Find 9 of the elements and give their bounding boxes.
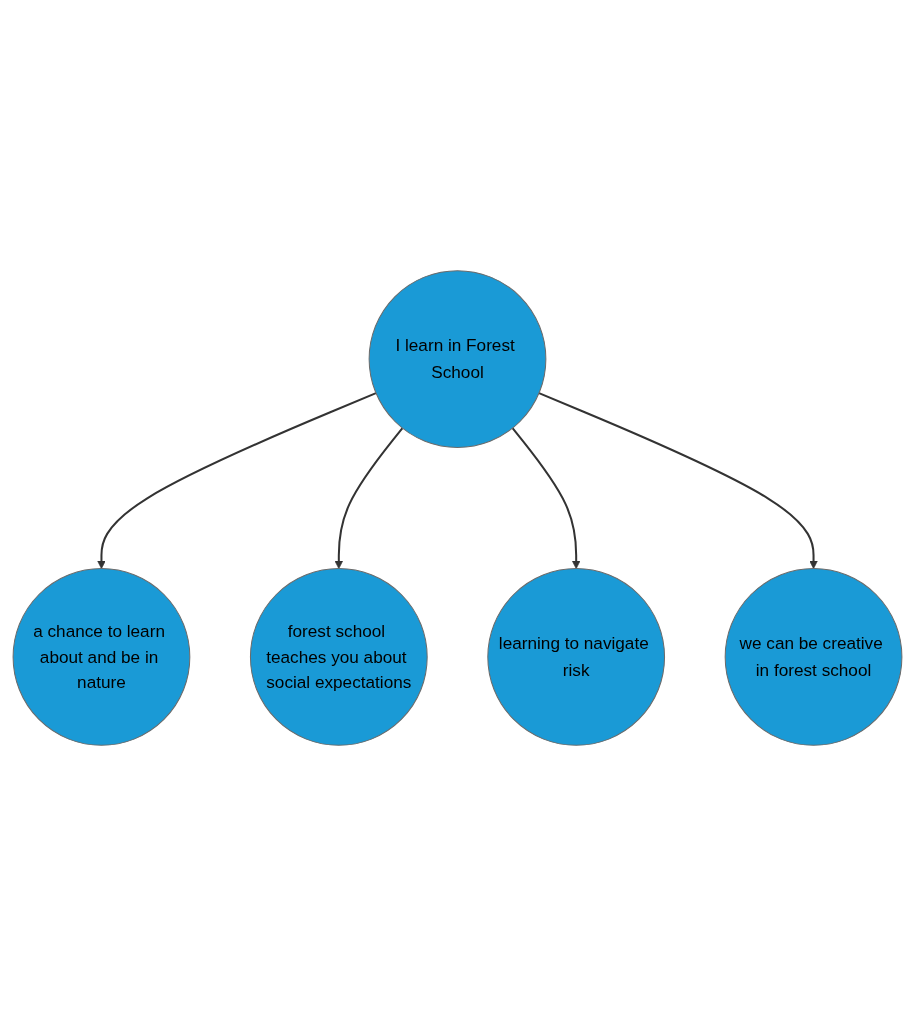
- arrow: [511, 427, 581, 569]
- arrow: [334, 427, 404, 569]
- arrow: [97, 392, 377, 569]
- node-circle: we can be creative in forest school: [724, 568, 903, 746]
- node-circle: learning to navigate risk: [487, 568, 666, 746]
- node-circle: a chance to learn about and be in nature: [12, 568, 191, 746]
- node-circle: forest school teaches you about social expectations: [249, 568, 428, 746]
- arrow: [538, 392, 818, 569]
- node-circle: I learn in Forest School: [368, 270, 547, 448]
